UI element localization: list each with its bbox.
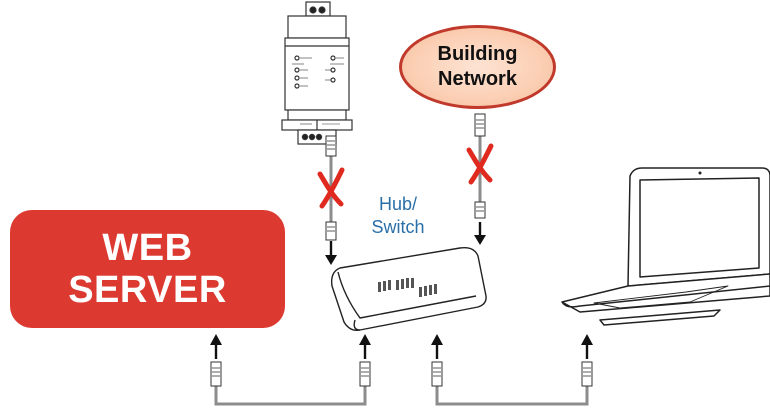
arrow-up-icon	[431, 334, 443, 359]
cross-mark-icon	[466, 143, 494, 185]
building-network-label-line2: Network	[438, 68, 517, 90]
web-server-to-hub-cable	[210, 361, 371, 406]
arrow-up-icon	[359, 334, 371, 359]
web-server-box: WEB SERVER	[10, 210, 285, 328]
building-network-label-line1: Building	[437, 43, 518, 65]
arrow-up-icon	[210, 334, 222, 359]
laptop	[561, 167, 770, 326]
web-server-label-line1: WEB	[102, 227, 193, 269]
hub-label-line1: Hub/	[378, 194, 418, 214]
arrow-up-icon	[581, 334, 593, 359]
hub-switch-label: Hub/ Switch	[358, 193, 438, 239]
hub-to-laptop-cable	[431, 361, 593, 406]
web-server-label-line2: SERVER	[68, 269, 227, 311]
hub-switch-device	[330, 246, 487, 332]
din-rail-module	[281, 1, 353, 145]
network-to-hub-cable	[474, 113, 486, 245]
hub-label-line2: Switch	[371, 217, 425, 237]
module-to-hub-cable	[325, 135, 337, 265]
cross-mark-icon	[317, 167, 345, 209]
building-network-bubble: Building Network	[399, 25, 556, 109]
